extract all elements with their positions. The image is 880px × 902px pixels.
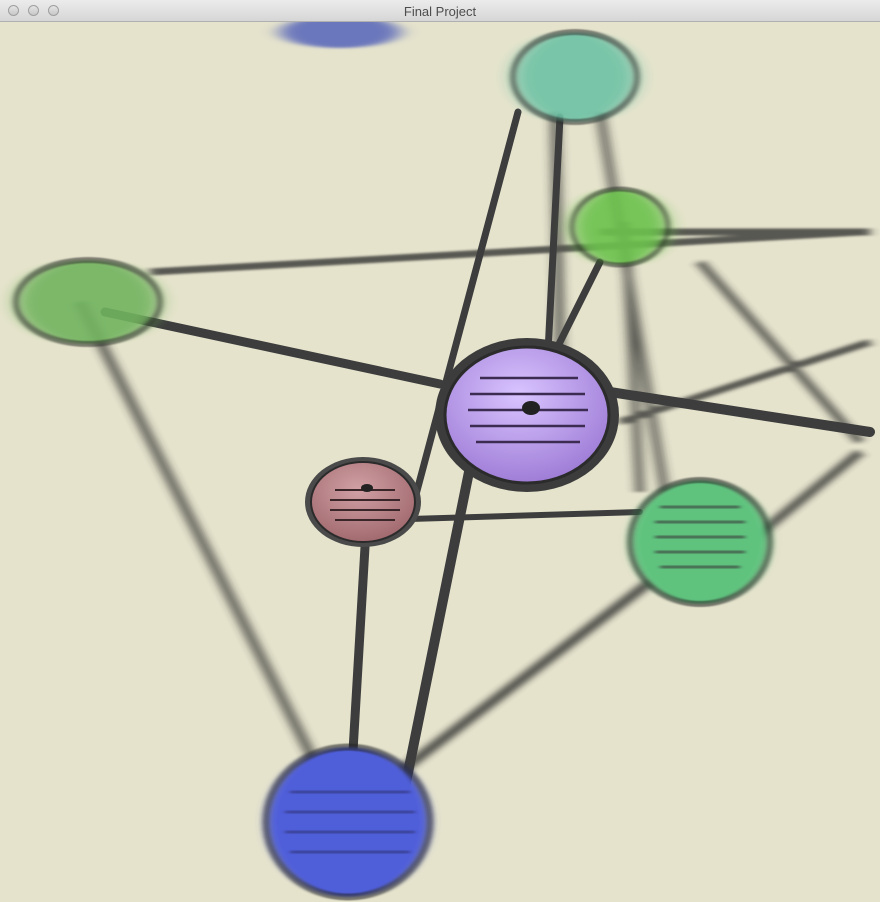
node-green-top[interactable] — [569, 186, 671, 268]
node-purple[interactable] — [435, 338, 619, 492]
window-title: Final Project — [403, 4, 477, 19]
minimize-button[interactable] — [28, 5, 39, 16]
node-teal-top[interactable] — [510, 29, 640, 125]
node-blue-bottom[interactable] — [262, 743, 434, 901]
zoom-button[interactable] — [48, 5, 59, 16]
node-pink[interactable] — [305, 457, 421, 547]
node-blue-top[interactable] — [280, 22, 400, 48]
graph-scene — [13, 22, 875, 901]
title-bar[interactable]: Final Project — [0, 0, 880, 22]
close-button[interactable] — [8, 5, 19, 16]
node-green-left[interactable] — [13, 257, 163, 347]
3d-viewport[interactable] — [0, 22, 880, 902]
node-green-right[interactable] — [627, 477, 773, 607]
foreground-edges — [100, 108, 875, 817]
